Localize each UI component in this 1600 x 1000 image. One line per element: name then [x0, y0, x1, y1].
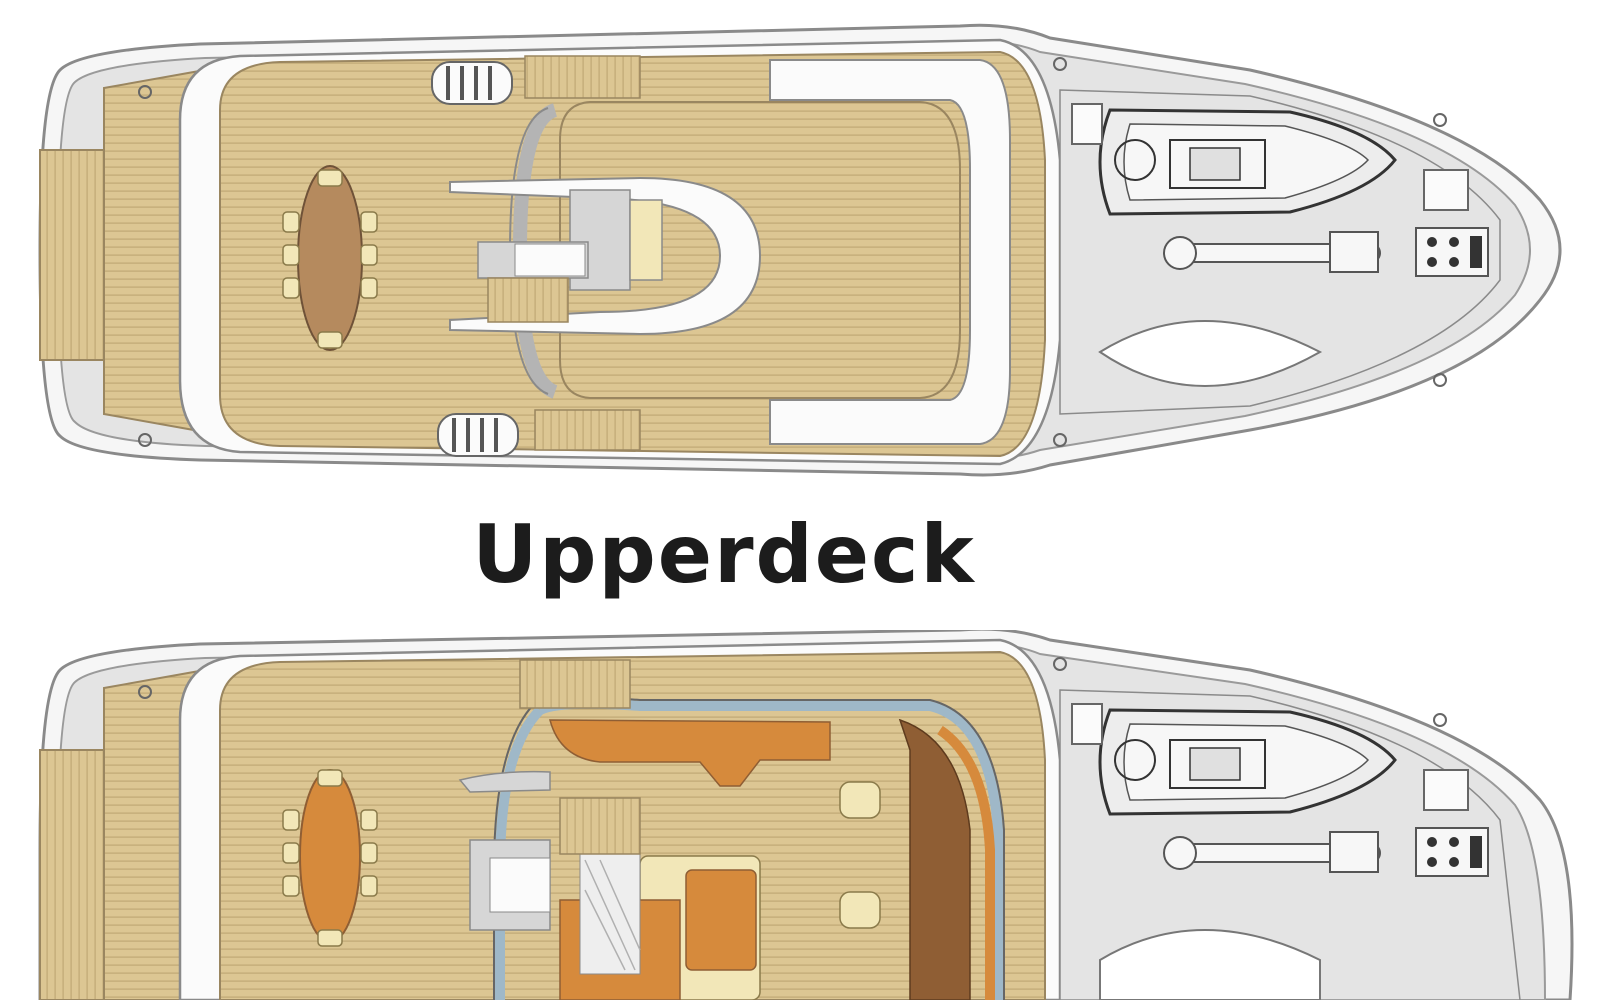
tender-boat-icon	[1098, 708, 1397, 816]
foredeck-sunpad	[1098, 320, 1323, 387]
dining-table-icon	[282, 769, 378, 947]
hatch-icon	[1423, 769, 1469, 811]
anchor-winch-icon	[1415, 227, 1489, 277]
staircase-icon	[519, 659, 631, 709]
upper-deck-title: Upperdeck	[472, 508, 976, 601]
tender-boat-icon	[1098, 108, 1397, 216]
dining-table-icon	[282, 165, 378, 351]
davit-crane-icon	[1163, 831, 1381, 873]
davit-crane-icon	[1163, 231, 1381, 273]
anchor-winch-icon	[1415, 827, 1489, 877]
upper-deck-plan	[38, 23, 1562, 477]
chair-icon	[839, 781, 881, 929]
galley-counter	[549, 718, 995, 1000]
main-deck-plan	[38, 630, 1574, 1000]
salon-sofa	[559, 853, 761, 1000]
helm-arch	[449, 176, 762, 336]
aft-deck	[39, 149, 105, 361]
sunpad-frame	[769, 59, 1011, 445]
lounger-icon	[431, 61, 519, 457]
hatch-icon	[1423, 169, 1469, 211]
